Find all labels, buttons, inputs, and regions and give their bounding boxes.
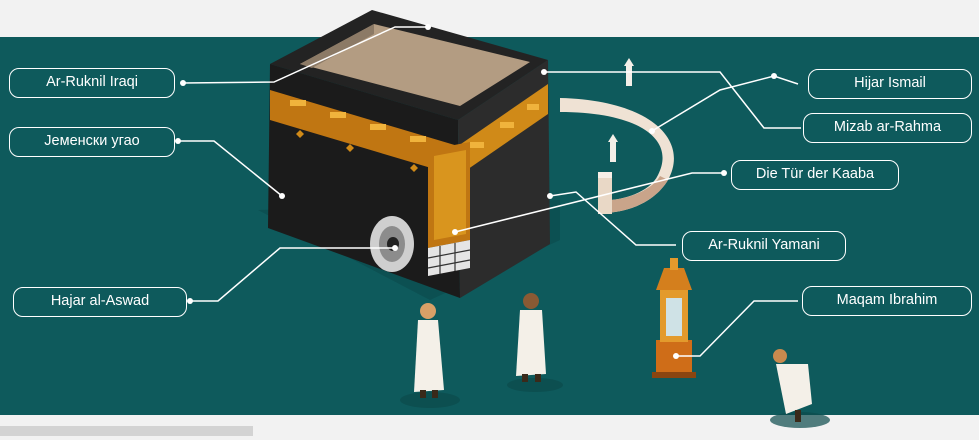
label-mizab-ar-rahma: Mizab ar-Rahma: [803, 113, 972, 143]
label-ar-ruknil-iraqi: Ar-Ruknil Iraqi: [9, 68, 175, 98]
pilgrim-icon: [414, 303, 444, 398]
label-hajar-al-aswad: Hajar al-Aswad: [13, 287, 187, 317]
label-maqam-ibrahim: Maqam Ibrahim: [802, 286, 972, 316]
pilgrim-icon: [773, 349, 812, 422]
hijar-ismail-wall: [560, 98, 674, 214]
label-ar-ruknil-yamani: Ar-Ruknil Yamani: [682, 231, 846, 261]
maqam-ibrahim-icon: [652, 258, 696, 378]
label-yemeni-corner: Јеменски угао: [9, 127, 175, 157]
label-hijar-ismail: Hijar Ismail: [808, 69, 972, 99]
horizontal-scrollbar[interactable]: [0, 426, 253, 436]
pilgrim-icon: [516, 293, 546, 382]
label-door-of-kaaba: Die Tür der Kaaba: [731, 160, 899, 190]
kaaba-cube: [268, 10, 550, 298]
pilgrim-shadow: [400, 392, 460, 408]
